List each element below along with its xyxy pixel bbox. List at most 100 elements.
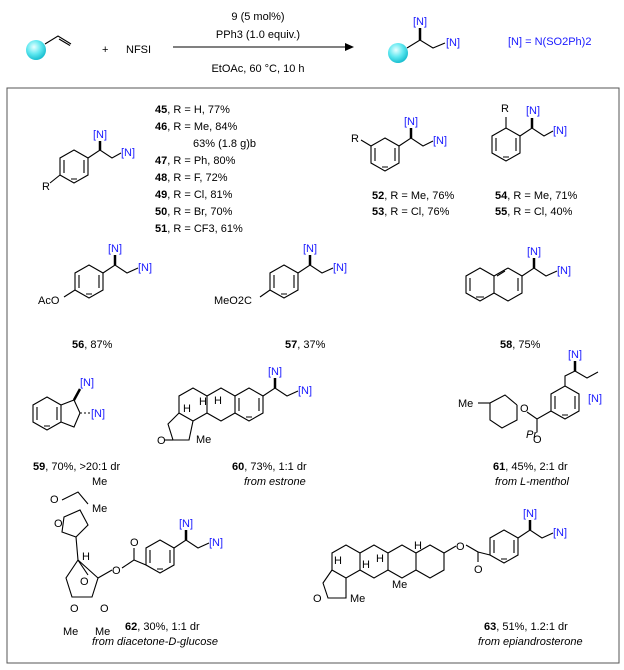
svg-text:54, R = Me, 71%: 54, R = Me, 71% (495, 190, 577, 202)
n-group-label: [N] (523, 508, 537, 520)
ring-o: O (80, 576, 89, 588)
n-group-label: [N] (568, 349, 582, 361)
product-bonds (406, 39, 446, 49)
r-substituent: R (501, 103, 509, 115)
source-estrone: from estrone (244, 476, 306, 488)
n-group-label: [N] (413, 16, 427, 28)
n-group-label: [N] (553, 125, 567, 137)
ester-o: O (456, 541, 465, 553)
svg-text:62, 30%, 1:1 dr: 62, 30%, 1:1 dr (125, 621, 200, 633)
ketone-o: O (157, 435, 166, 447)
r-substituent: R (42, 181, 50, 193)
n-group-label: [N] (298, 385, 312, 397)
o-label: O (100, 603, 109, 615)
ester-o: O (520, 403, 529, 415)
svg-text:47, R = Ph, 80%: 47, R = Ph, 80% (155, 155, 236, 167)
r-substituent: R (351, 133, 359, 145)
ester-o: O (112, 565, 121, 577)
nfsi-reagent: NFSI (126, 44, 151, 56)
structure-45-51: R [N] [N] (42, 129, 135, 193)
svg-text:45, R = H, 77%: 45, R = H, 77% (155, 104, 230, 116)
svg-text:60, 73%, 1:1 dr: 60, 73%, 1:1 dr (232, 461, 307, 473)
aco-label: AcO (38, 295, 60, 307)
n-group-label: [N] (588, 393, 602, 405)
methyl-label: Me (196, 434, 211, 446)
meo2c-label: MeO2C (214, 295, 252, 307)
source-menthol: from L-menthol (495, 476, 570, 488)
structure-52-53: R [N] [N] 52, R = Me, 76% 53, R = Cl, 76… (351, 116, 454, 218)
methyl-label: Me (392, 579, 407, 591)
ketone-o: O (313, 593, 322, 605)
methyl-label: Me (350, 593, 365, 605)
methyl-label: Me (92, 476, 107, 488)
h-label: H (376, 553, 384, 565)
svg-text:50, R = Br, 70%: 50, R = Br, 70% (155, 206, 233, 218)
n-group-label: [N] (80, 377, 94, 389)
svg-text:53, R = Cl, 76%: 53, R = Cl, 76% (372, 206, 450, 218)
svg-text:59, 70%, >20:1 dr: 59, 70%, >20:1 dr (33, 461, 120, 473)
svg-text:63, 51%, 1.2:1 dr: 63, 51%, 1.2:1 dr (484, 621, 568, 633)
h-label: H (82, 551, 90, 563)
n-group-label: [N] (91, 408, 105, 420)
structure-54-55: R [N] [N] 54, R = Me, 71% 55, R = Cl, 40… (491, 103, 577, 218)
structure-56: AcO [N] [N] 56, 87% (38, 243, 152, 351)
n-group-label: [N] (93, 129, 107, 141)
svg-text:52, R = Me, 76%: 52, R = Me, 76% (372, 190, 454, 202)
structure-59: [N] [N] 59, 70%, >20:1 dr (32, 377, 120, 473)
n-group-label: [N] (527, 246, 541, 258)
carbonyl-o: O (533, 434, 542, 446)
header-reaction: + NFSI 9 (5 mol%) PPh3 (1.0 equiv.) EtOA… (26, 11, 591, 75)
svg-text:58, 75%: 58, 75% (500, 339, 541, 351)
n-group-label: [N] (121, 147, 135, 159)
conditions-text: EtOAc, 60 °C, 10 h (211, 63, 304, 75)
n-group-label: [N] (138, 262, 152, 274)
h-label: H (414, 540, 422, 552)
n-group-label: [N] (268, 366, 282, 378)
series-45-51-yields: 45, R = H, 77% 46, R = Me, 84% 63% (1.8 … (155, 104, 256, 235)
n-group-label: [N] (446, 37, 460, 49)
structure-57: MeO2C [N] [N] 57, 37% (214, 243, 347, 351)
plus-sign: + (102, 44, 108, 56)
n-group-label: [N] (179, 518, 193, 530)
structure-63: O Me Me H H H H O O [N] [N] 63, 51%, 1.2… (313, 508, 583, 648)
vinyl-bond (44, 35, 72, 46)
carbonyl-o: O (474, 564, 483, 576)
product-sphere (388, 43, 408, 63)
n-group-label: [N] (557, 265, 571, 277)
n-group-label: [N] (209, 537, 223, 549)
o-label: O (70, 603, 79, 615)
additive-text: PPh3 (1.0 equiv.) (216, 29, 300, 41)
n-group-label: [N] (404, 116, 418, 128)
n-group-label: [N] (333, 262, 347, 274)
h-label: H (362, 559, 370, 571)
structure-60: O Me H H H [N] [N] 60, 73%, 1:1 dr from … (157, 366, 312, 488)
methyl-label: Me (95, 626, 110, 638)
o-label: O (54, 518, 63, 530)
h-label: H (199, 396, 207, 408)
n-group-definition: [N] = N(SO2Ph)2 (508, 36, 591, 48)
structure-61: [N] [N] O O Me Pr 61, 45%, 2:1 dr from L… (458, 349, 602, 488)
methyl-label: Me (92, 503, 107, 515)
svg-text:56, 87%: 56, 87% (72, 339, 113, 351)
svg-text:63% (1.8 g)b: 63% (1.8 g)b (193, 138, 256, 150)
n-group-label: [N] (303, 243, 317, 255)
o-label: O (50, 494, 59, 506)
isopropyl-label: Pr (526, 429, 538, 441)
structure-62: O O Me Me H O O O Me Me O O [N] [N] 62, … (50, 476, 223, 648)
methyl-label: Me (63, 626, 78, 638)
catalyst-text: 9 (5 mol%) (231, 11, 284, 23)
h-label: H (183, 403, 191, 415)
svg-text:51, R = CF3, 61%: 51, R = CF3, 61% (155, 223, 243, 235)
svg-text:57, 37%: 57, 37% (285, 339, 326, 351)
methyl-label: Me (458, 398, 473, 410)
n-group-label: [N] (433, 135, 447, 147)
structure-58: [N] [N] 58, 75% (465, 246, 571, 351)
substrate-sphere (26, 40, 46, 60)
svg-text:61, 45%, 2:1 dr: 61, 45%, 2:1 dr (493, 461, 568, 473)
carbonyl-o: O (130, 537, 139, 549)
scope-panel (6, 87, 620, 664)
source-glucose: from diacetone-D-glucose (92, 636, 218, 648)
h-label: H (214, 395, 222, 407)
svg-text:49, R = Cl, 81%: 49, R = Cl, 81% (155, 189, 233, 201)
